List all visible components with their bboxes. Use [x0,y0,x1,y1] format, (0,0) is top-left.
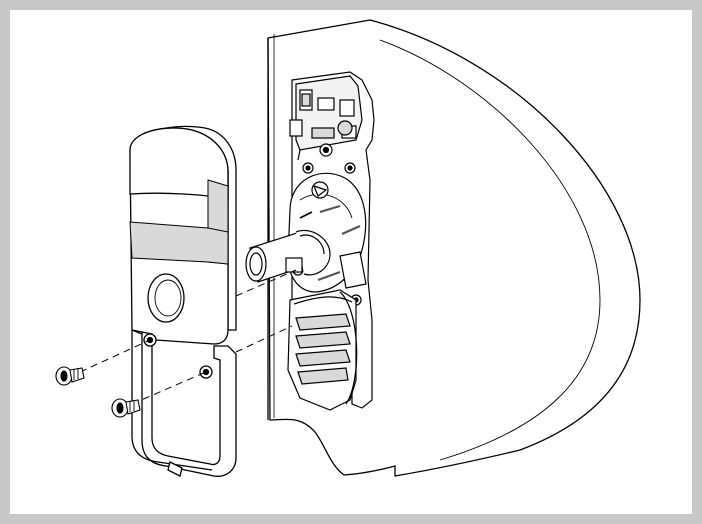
board-chip [317,97,335,111]
battery-icon [337,120,353,136]
screw-1 [55,366,85,386]
spindle [245,229,331,283]
screw-2 [111,398,141,418]
battery-cover [287,289,358,411]
assembly-lines [79,269,297,405]
